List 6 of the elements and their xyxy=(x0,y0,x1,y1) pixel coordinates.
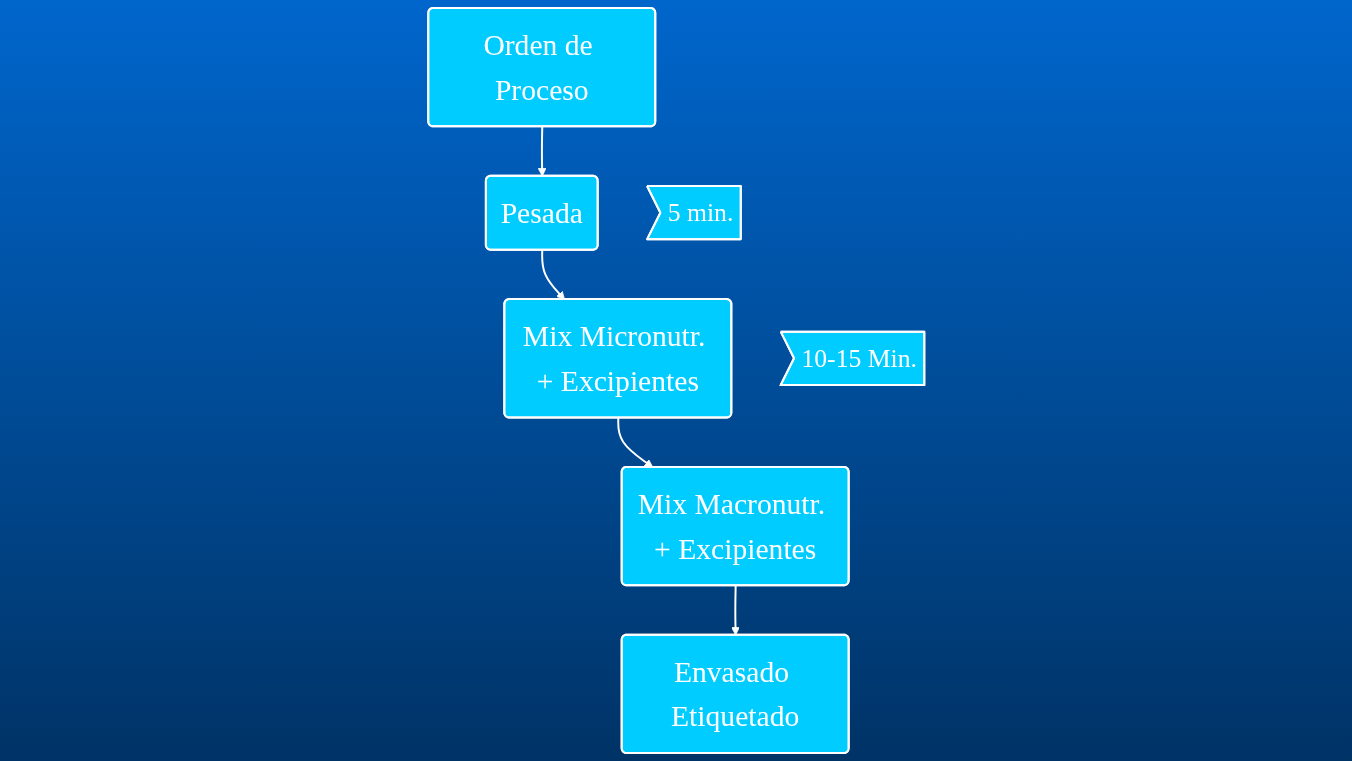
arrow xyxy=(537,125,547,177)
node-label: 10-15 Min. xyxy=(801,343,917,373)
arrow xyxy=(730,584,740,636)
arrow xyxy=(540,249,565,300)
arrow xyxy=(616,417,653,468)
node-label: 5 min. xyxy=(667,198,734,228)
